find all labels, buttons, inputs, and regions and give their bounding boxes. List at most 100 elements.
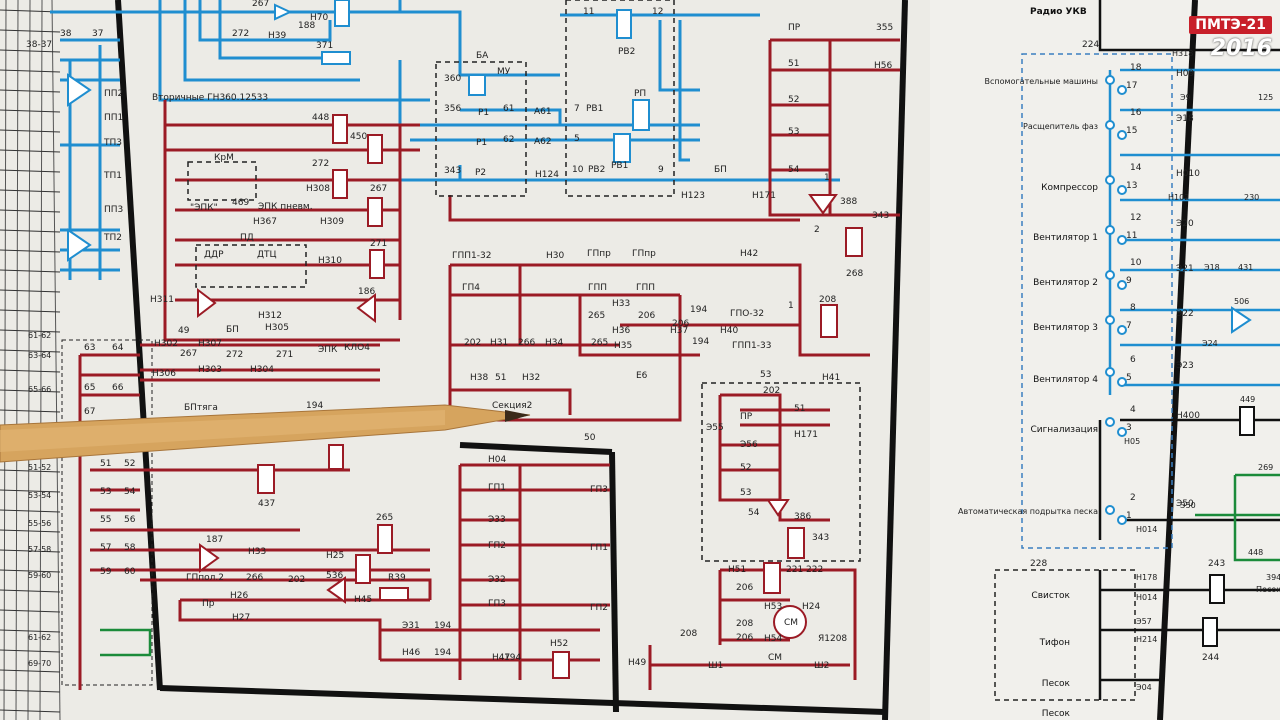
center-red-label: Н31 <box>490 338 508 348</box>
left-row-number: 69-70 <box>28 659 51 668</box>
top-blue-label: Р1 <box>478 108 489 118</box>
top-red-label: 355 <box>876 23 893 33</box>
right-extra-label: 125 <box>1258 93 1273 102</box>
ladder-rung <box>0 209 61 213</box>
horn-wire-code: Э57 <box>1136 617 1152 626</box>
right-extra-label: Э24 <box>1202 339 1218 348</box>
ladder-rung <box>0 409 61 413</box>
ladder-rung <box>0 509 61 513</box>
top-blue-label: РВ1 <box>586 104 603 114</box>
center-red-label: Н171 <box>794 430 818 440</box>
right-extra-label: 449 <box>1240 395 1255 404</box>
center-red-label: 265 <box>588 311 605 321</box>
bottom-red-label: 206 <box>736 583 753 593</box>
mid-red-label: ПД <box>240 233 254 243</box>
top-red-label: 2 <box>814 225 820 235</box>
top-blue-label: 356 <box>444 104 461 114</box>
contact-number-a: 16 <box>1130 108 1142 118</box>
bottom-red-label: 536 <box>326 571 343 581</box>
top-blue-label: БА <box>476 51 489 61</box>
bottom-red-label: 221 <box>786 565 803 575</box>
switch-contact <box>1117 377 1127 387</box>
center-red-label: 202 <box>763 386 780 396</box>
mid-red-label: 272 <box>226 350 243 360</box>
left-blue-label: ПП1 <box>104 113 123 123</box>
switch-contact <box>1105 270 1115 280</box>
horn-item-label: Песок <box>1256 585 1280 594</box>
contact-number-a: 10 <box>1130 258 1142 268</box>
top-red-label: ПР <box>788 23 801 33</box>
center-red-label: ГП1 <box>590 543 608 553</box>
right-extra-label: Н014 <box>1136 525 1157 534</box>
center-red-label: 51 <box>794 404 805 414</box>
relay-number: 244 <box>1202 653 1219 663</box>
mid-red-label: 67 <box>84 407 95 417</box>
bottom-red-label: 54 <box>124 487 136 497</box>
top-blue-label: А61 <box>534 107 552 117</box>
top-blue-label: 267 <box>252 0 269 9</box>
mid-red-label: 450 <box>350 132 367 142</box>
horn-wire-code: Н214 <box>1136 635 1157 644</box>
mid-red-label: Н367 <box>253 217 277 227</box>
top-red-label: 388 <box>840 197 857 207</box>
bottom-red-label: 55 <box>100 515 111 525</box>
ladder-rung <box>0 629 61 633</box>
right-extra-label: 230 <box>1244 193 1259 202</box>
switch-contact <box>1117 235 1127 245</box>
center-red-label: Н04 <box>488 455 506 465</box>
top-blue-label: 360 <box>444 74 461 84</box>
ladder-rung <box>0 69 61 73</box>
ladder-rung <box>0 249 61 253</box>
center-red-label: Н46 <box>402 648 420 658</box>
right-item-label: Расщепитель фаз <box>1023 122 1098 131</box>
wire-code: Э20 <box>1176 219 1194 229</box>
bottom-red-label: R39 <box>388 573 406 583</box>
brand-year: 2016 <box>1210 36 1272 61</box>
mid-red-label: Н302 <box>154 339 178 349</box>
mid-red-label: КрМ <box>214 153 234 163</box>
bottom-red-label: 265 <box>376 513 393 523</box>
mid-red-label: Н310 <box>318 256 342 266</box>
contact-number-a: 18 <box>1130 63 1142 73</box>
top-red-label: 51 <box>788 59 799 69</box>
wire-code: Э23 <box>1176 361 1194 371</box>
ladder-rung <box>0 189 61 193</box>
mid-red-label: Н304 <box>250 365 274 375</box>
right-header-num: 224 <box>1082 40 1099 50</box>
center-red-label: ГПП <box>588 283 607 293</box>
center-red-label: 194 <box>692 337 709 347</box>
right-extra-label: 431 <box>1238 263 1253 272</box>
center-red-label: Э31 <box>402 621 420 631</box>
contact-number-a: 2 <box>1130 493 1136 503</box>
relay-number: 243 <box>1208 559 1225 569</box>
mid-red-label: 63 <box>84 343 95 353</box>
top-blue-label: 5 <box>574 134 580 144</box>
bottom-red-label: Н54 <box>764 634 782 644</box>
top-blue-label: МУ <box>497 67 511 77</box>
switch-contact <box>1117 515 1127 525</box>
ladder-rung <box>0 389 61 393</box>
center-red-label: Э33 <box>488 515 506 525</box>
ladder-rung <box>0 349 61 353</box>
ladder-rung <box>0 489 61 493</box>
top-blue-label: РВ1 <box>611 161 628 171</box>
right-extra-label: Э18 <box>1204 263 1220 272</box>
center-red-label: Н30 <box>546 251 564 261</box>
right-item-label: Вентилятор 2 <box>1033 278 1098 288</box>
left-row-number: 59-60 <box>28 571 51 580</box>
center-red-label: 194 <box>690 305 707 315</box>
left-blue-label: ТП2 <box>103 233 122 243</box>
center-red-label: 194 <box>434 648 451 658</box>
bottom-red-label: 51 <box>100 459 111 469</box>
top-blue-label: Н124 <box>535 170 559 180</box>
right-item-label: Вспомогательные машины <box>985 77 1098 86</box>
bottom-red-label: Пр <box>202 599 215 609</box>
right-relays <box>1202 306 1255 647</box>
top-blue-label: 272 <box>232 29 249 39</box>
ladder-rung <box>0 649 61 653</box>
left-blue-label: ПП3 <box>104 205 123 215</box>
ladder-rung <box>0 589 61 593</box>
center-red-label: ГП4 <box>462 283 480 293</box>
top-blue-label: Р2 <box>475 168 486 178</box>
